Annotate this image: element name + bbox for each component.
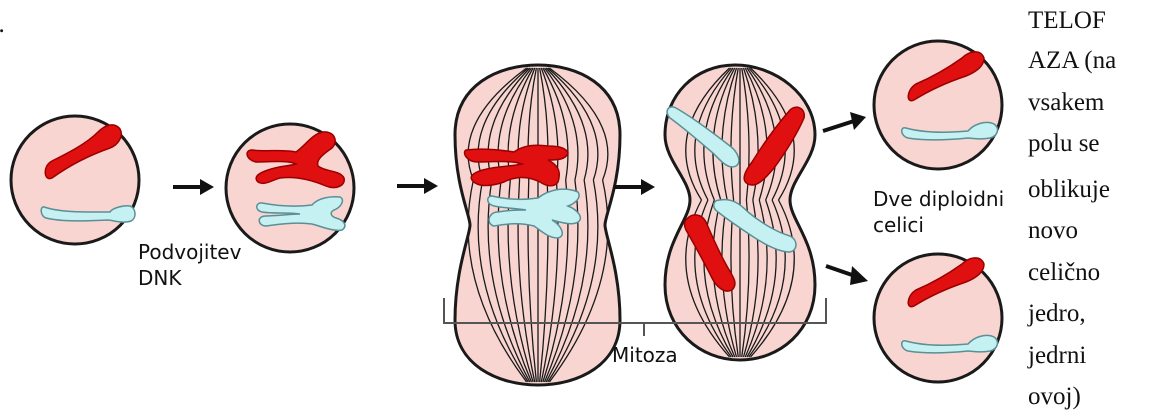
arrow-right-icon — [397, 178, 438, 194]
two-diploid-cells-label-line2: celici — [873, 213, 924, 237]
dna-replication-label-line1: Podvojitev — [138, 240, 241, 264]
daughter-cell-bottom — [874, 254, 1002, 382]
arrow-right-icon — [614, 179, 655, 195]
mitosis-label: Mitoza — [612, 343, 678, 367]
corner-fragment: b. — [0, 8, 5, 42]
telophase-line: jedrni — [1028, 339, 1086, 373]
arrow-right-icon — [173, 179, 214, 195]
arrow-right-icon — [826, 266, 868, 285]
telophase-line: vsakem — [1028, 86, 1104, 120]
cell-anaphase — [665, 65, 815, 360]
cell-membrane — [874, 254, 1002, 382]
arrow-right-icon — [823, 112, 866, 131]
daughter-cell-top — [874, 41, 1002, 169]
dna-replication-label-line2: DNK — [138, 266, 181, 290]
telophase-line: AZA (na — [1028, 44, 1116, 78]
telophase-line: TELOF — [1028, 4, 1106, 38]
two-diploid-cells-label-line1: Dve diploidni — [873, 187, 1004, 211]
cell-metaphase — [455, 65, 620, 385]
telophase-line: polu se — [1028, 127, 1100, 161]
telophase-line: oblikuje — [1028, 173, 1110, 207]
telophase-line: novo — [1028, 214, 1078, 248]
telophase-line: ovoj) — [1028, 380, 1081, 414]
cell-interphase — [11, 116, 139, 244]
cell-replicated — [226, 124, 354, 252]
telophase-line: celično — [1028, 256, 1100, 290]
telophase-line: jedro, — [1028, 297, 1086, 331]
